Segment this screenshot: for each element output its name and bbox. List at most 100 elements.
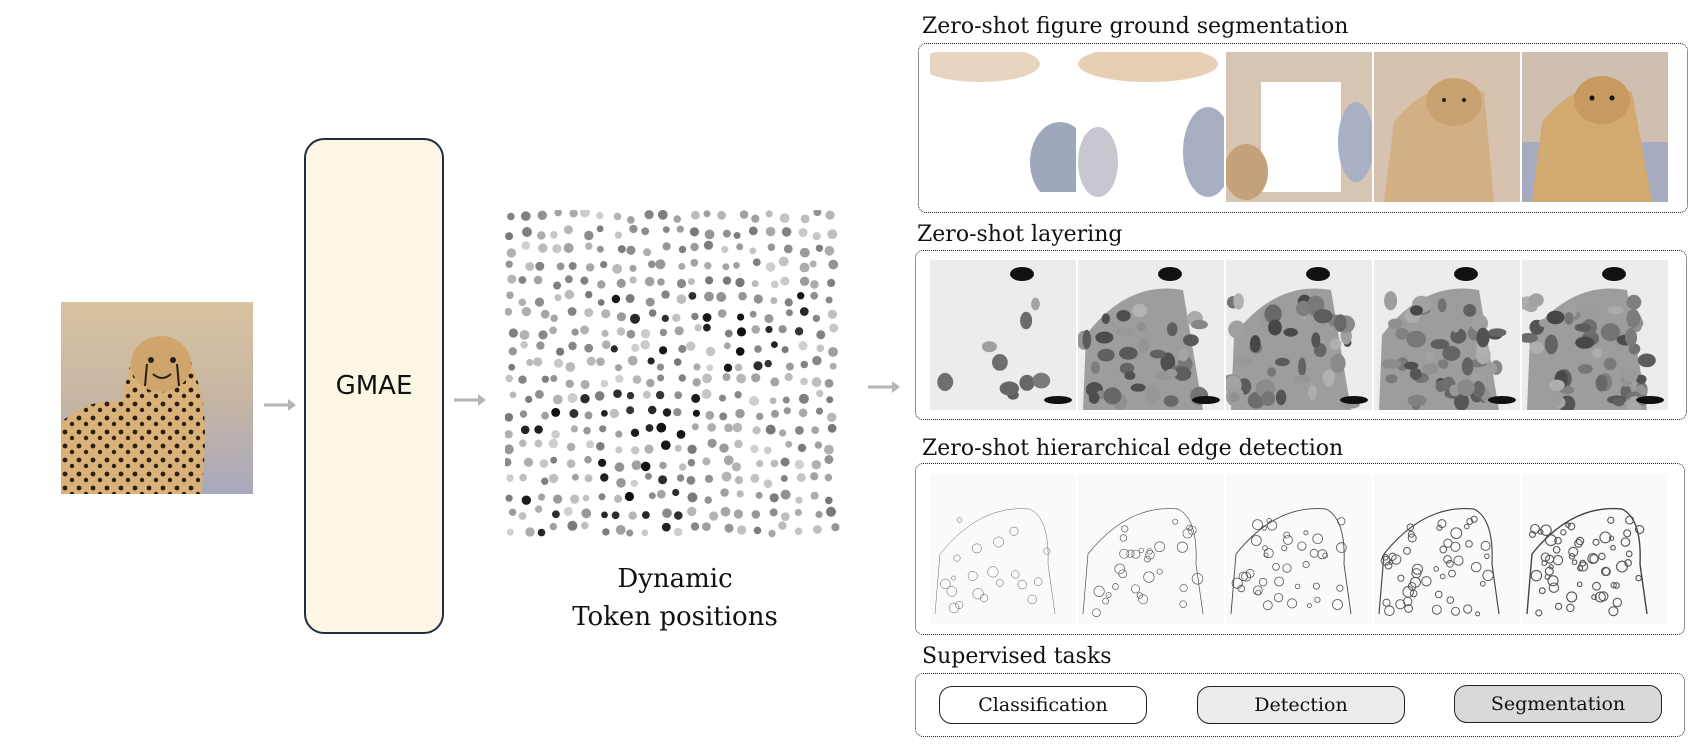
token-dot	[810, 280, 819, 289]
token-dot	[661, 314, 669, 322]
token-dot	[719, 394, 726, 402]
token-dot	[678, 374, 686, 382]
token-dot	[723, 342, 731, 350]
token-dot	[648, 492, 656, 500]
token-dot	[752, 426, 761, 435]
token-dot	[659, 461, 667, 470]
token-dot	[565, 379, 574, 388]
layering-tile	[1522, 260, 1668, 410]
gmae-model-box: GMAE	[304, 138, 444, 634]
token-dot	[564, 289, 575, 300]
token-dot	[624, 491, 634, 502]
token-dot	[673, 527, 683, 537]
token-dot	[723, 363, 733, 372]
token-dot	[691, 393, 701, 403]
token-dot	[549, 522, 557, 531]
token-dot	[550, 456, 558, 464]
token-dot	[661, 522, 671, 532]
token-dot	[824, 455, 834, 464]
token-dot	[582, 494, 590, 502]
token-dot	[736, 490, 744, 498]
layering-tile	[930, 260, 1076, 410]
token-dot	[771, 341, 778, 348]
token-dot	[672, 313, 681, 322]
token-dot	[538, 243, 548, 253]
token-dot	[505, 413, 514, 422]
token-dot	[723, 455, 734, 466]
token-dot	[522, 227, 532, 237]
token-dot	[584, 455, 592, 464]
token-dot	[537, 210, 547, 220]
token-dot	[525, 262, 535, 271]
token-dot	[707, 438, 717, 448]
token-dot	[764, 314, 774, 324]
token-dot	[586, 356, 596, 366]
token-dot	[597, 280, 606, 289]
token-dot	[737, 525, 747, 535]
token-dot	[794, 327, 804, 336]
gmae-label: GMAE	[335, 371, 413, 401]
token-dot	[824, 473, 833, 482]
token-dot	[628, 511, 637, 520]
token-dot	[674, 391, 683, 400]
edges-panel-title: Zero-shot hierarchical edge detection	[922, 436, 1344, 461]
token-dot	[673, 215, 681, 223]
token-dot	[799, 307, 809, 316]
token-dot	[616, 278, 626, 288]
layering-tile	[1374, 260, 1520, 410]
token-dot	[827, 423, 837, 433]
token-dot	[783, 244, 793, 254]
token-dot	[674, 511, 683, 520]
token-dot	[518, 375, 527, 384]
token-dot	[827, 309, 837, 319]
token-dot	[662, 226, 670, 233]
token-dot	[518, 276, 527, 284]
token-dot	[687, 506, 697, 517]
token-dot	[674, 444, 682, 452]
token-dot	[523, 457, 534, 467]
token-dot	[647, 357, 655, 365]
layering-tile	[1078, 260, 1224, 410]
token-dot	[717, 210, 726, 220]
token-dot	[554, 210, 562, 217]
token-dot	[721, 245, 729, 253]
token-dot	[553, 281, 562, 290]
token-dot	[648, 260, 656, 269]
token-dot	[722, 276, 732, 285]
token-dot	[645, 297, 655, 307]
token-dot	[662, 408, 672, 417]
token-dot	[704, 291, 714, 302]
token-dot	[779, 213, 790, 223]
token-dot	[642, 511, 650, 519]
layering-panel	[915, 250, 1687, 420]
token-dot	[704, 496, 712, 504]
token-dot	[584, 230, 594, 241]
token-dot	[645, 424, 654, 432]
token-dot	[613, 494, 623, 503]
token-dot	[676, 430, 686, 439]
token-dot	[566, 442, 576, 452]
token-dot	[644, 276, 655, 287]
token-dot	[755, 491, 763, 499]
token-dot	[641, 227, 650, 236]
token-dot	[535, 505, 543, 513]
edge-tile	[1226, 474, 1372, 624]
edges-panel	[915, 463, 1685, 635]
token-dot	[541, 375, 550, 383]
token-dot	[672, 488, 680, 497]
token-dot	[687, 492, 698, 503]
detection-task-button: Detection	[1197, 686, 1405, 724]
token-dot	[609, 408, 619, 419]
token-dot	[583, 426, 591, 435]
token-dot	[596, 225, 604, 233]
token-dot	[646, 378, 655, 388]
token-dot	[736, 373, 746, 384]
token-dot	[598, 493, 606, 501]
token-dot	[616, 327, 626, 336]
token-dot	[585, 242, 593, 250]
token-dot	[724, 329, 733, 338]
edge-tile	[930, 474, 1076, 624]
token-dot	[815, 244, 824, 252]
token-dot	[693, 363, 701, 371]
token-dot	[722, 373, 731, 381]
